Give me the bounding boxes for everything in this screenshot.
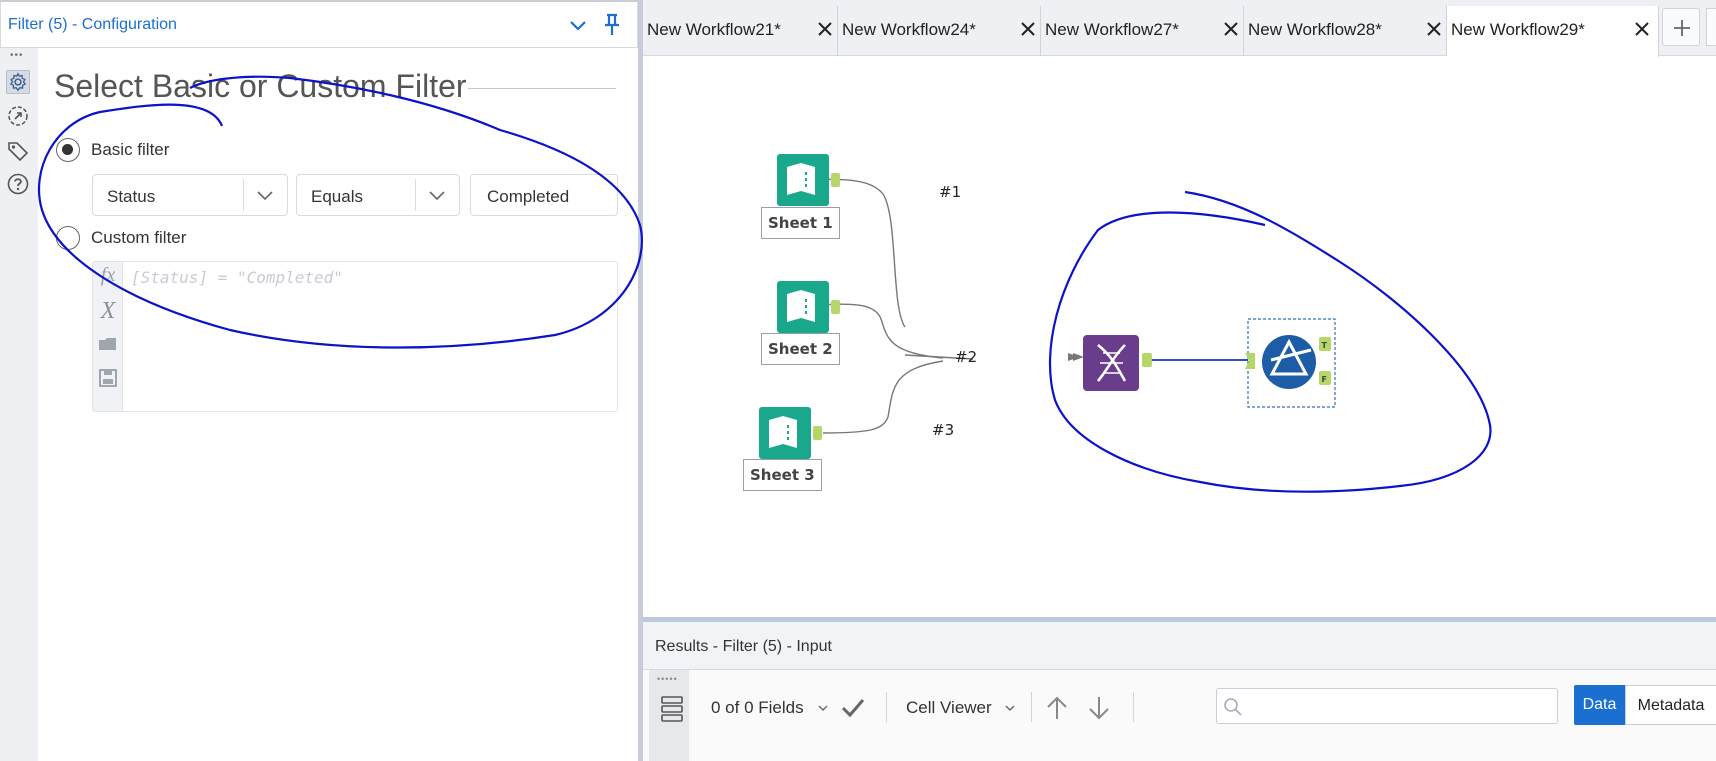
operator-select[interactable]: Equals (296, 174, 460, 216)
operator-select-value: Equals (311, 187, 363, 206)
sheet-3-label-text: Sheet 3 (750, 466, 815, 484)
results-search-input[interactable] (1216, 688, 1558, 724)
select-separator (415, 179, 416, 211)
results-side-grip: ••••• (649, 670, 689, 761)
tab-new-workflow21[interactable]: New Workflow21* (643, 6, 838, 56)
tab-label: New Workflow24* (842, 20, 976, 39)
tab-label: New Workflow29* (1451, 20, 1585, 39)
fields-selector[interactable]: 0 of 0 Fields (711, 698, 804, 717)
panel-splitter[interactable] (638, 0, 643, 761)
toolbar-separator (886, 692, 887, 722)
config-side-toolbar (0, 48, 38, 761)
sheet-1-label: Sheet 1 (761, 207, 840, 239)
configuration-header: Filter (5) - Configuration (0, 0, 638, 48)
configuration-title: Filter (5) - Configuration (8, 16, 177, 33)
close-icon[interactable] (1425, 20, 1443, 38)
drag-handle-dots[interactable]: ••••• (657, 674, 678, 684)
filter-value-input[interactable]: Completed (470, 174, 618, 216)
navigate-icon[interactable] (6, 104, 30, 128)
plus-icon (1674, 20, 1690, 36)
input-tool-sheet-1[interactable] (777, 154, 840, 206)
connection-label-2: #2 (955, 348, 977, 366)
caret-down-icon[interactable] (818, 704, 828, 712)
section-divider (468, 88, 616, 89)
configuration-panel: Filter (5) - Configuration ••• Select Ba… (0, 0, 638, 761)
workflow-tab-bar: New Workflow21* New Workflow24* New Work… (643, 0, 1716, 57)
pin-icon[interactable] (601, 12, 623, 38)
close-icon[interactable] (1222, 20, 1240, 38)
arrow-up-icon[interactable] (1044, 694, 1070, 722)
tab-label: New Workflow28* (1248, 20, 1382, 39)
rows-icon[interactable] (660, 694, 684, 724)
field-select-value: Status (107, 187, 156, 206)
field-select[interactable]: Status (92, 174, 288, 216)
input-tool-sheet-2[interactable] (777, 281, 840, 333)
metadata-view-button[interactable]: Metadata (1625, 685, 1716, 725)
save-icon[interactable] (96, 366, 120, 390)
cell-viewer-selector[interactable]: Cell Viewer (906, 698, 992, 717)
variable-icon[interactable]: X (100, 298, 116, 324)
close-icon[interactable] (1633, 20, 1651, 38)
filter-value-text: Completed (487, 187, 570, 206)
close-icon[interactable] (1019, 20, 1037, 38)
connection-label-1: #1 (939, 183, 961, 201)
basic-filter-radio[interactable] (56, 138, 80, 162)
tab-new-workflow29[interactable]: New Workflow29* (1447, 6, 1659, 57)
chevron-down-icon[interactable] (255, 187, 275, 205)
union-tool[interactable] (1068, 335, 1152, 391)
data-view-button[interactable]: Data (1574, 685, 1625, 725)
sheet-2-label-text: Sheet 2 (768, 340, 833, 358)
false-anchor-label: F (1322, 375, 1327, 384)
sheet-3-label: Sheet 3 (743, 459, 822, 491)
custom-filter-label[interactable]: Custom filter (91, 228, 187, 247)
results-splitter[interactable] (643, 617, 1716, 622)
results-title: Results - Filter (5) - Input (655, 638, 832, 655)
folder-open-icon[interactable] (96, 332, 120, 356)
section-title: Select Basic or Custom Filter (54, 68, 467, 104)
sheet-2-label: Sheet 2 (761, 333, 840, 365)
new-tab-button[interactable] (1662, 8, 1700, 46)
custom-filter-radio[interactable] (56, 226, 80, 250)
input-tool-sheet-3[interactable] (759, 407, 822, 459)
connection-3 (822, 360, 944, 434)
tab-label: New Workflow21* (647, 20, 781, 39)
tag-icon[interactable] (6, 139, 30, 163)
true-anchor-label: T (1322, 341, 1328, 350)
tab-new-workflow28[interactable]: New Workflow28* (1244, 6, 1447, 56)
custom-expression-editor[interactable]: fx X [Status] = "Completed" (92, 261, 618, 412)
basic-filter-label[interactable]: Basic filter (91, 140, 170, 159)
checkmark-icon[interactable] (840, 696, 866, 718)
expression-text: [Status] = "Completed" (131, 268, 343, 287)
chevron-down-icon[interactable] (567, 14, 589, 36)
tab-overflow-button[interactable] (1706, 8, 1716, 46)
caret-down-icon[interactable] (1005, 704, 1015, 712)
connection-merge (904, 354, 974, 360)
chevron-down-icon[interactable] (427, 187, 447, 205)
sheet-1-label-text: Sheet 1 (768, 214, 833, 232)
connection-label-3: #3 (932, 421, 954, 439)
tab-label: New Workflow27* (1045, 20, 1179, 39)
drag-handle-dots[interactable]: ••• (10, 50, 24, 61)
expression-toolbar: fx X (93, 262, 123, 411)
tab-new-workflow24[interactable]: New Workflow24* (838, 6, 1041, 56)
results-toolbar: ••••• 0 of 0 Fields Cell Viewer Data Met… (643, 670, 1716, 761)
arrow-down-icon[interactable] (1086, 694, 1112, 722)
toolbar-separator (1133, 692, 1134, 722)
help-icon[interactable] (6, 172, 30, 196)
gear-icon[interactable] (6, 70, 30, 94)
tab-new-workflow27[interactable]: New Workflow27* (1041, 6, 1244, 56)
function-icon[interactable]: fx (100, 264, 116, 286)
close-icon[interactable] (816, 20, 834, 38)
filter-tool[interactable]: T F (1245, 318, 1336, 408)
toolbar-separator (1031, 692, 1032, 722)
search-icon (1224, 698, 1242, 716)
workflow-canvas[interactable]: #1 #2 #3 (643, 57, 1716, 617)
results-header: Results - Filter (5) - Input (643, 622, 1716, 670)
select-separator (243, 179, 244, 211)
